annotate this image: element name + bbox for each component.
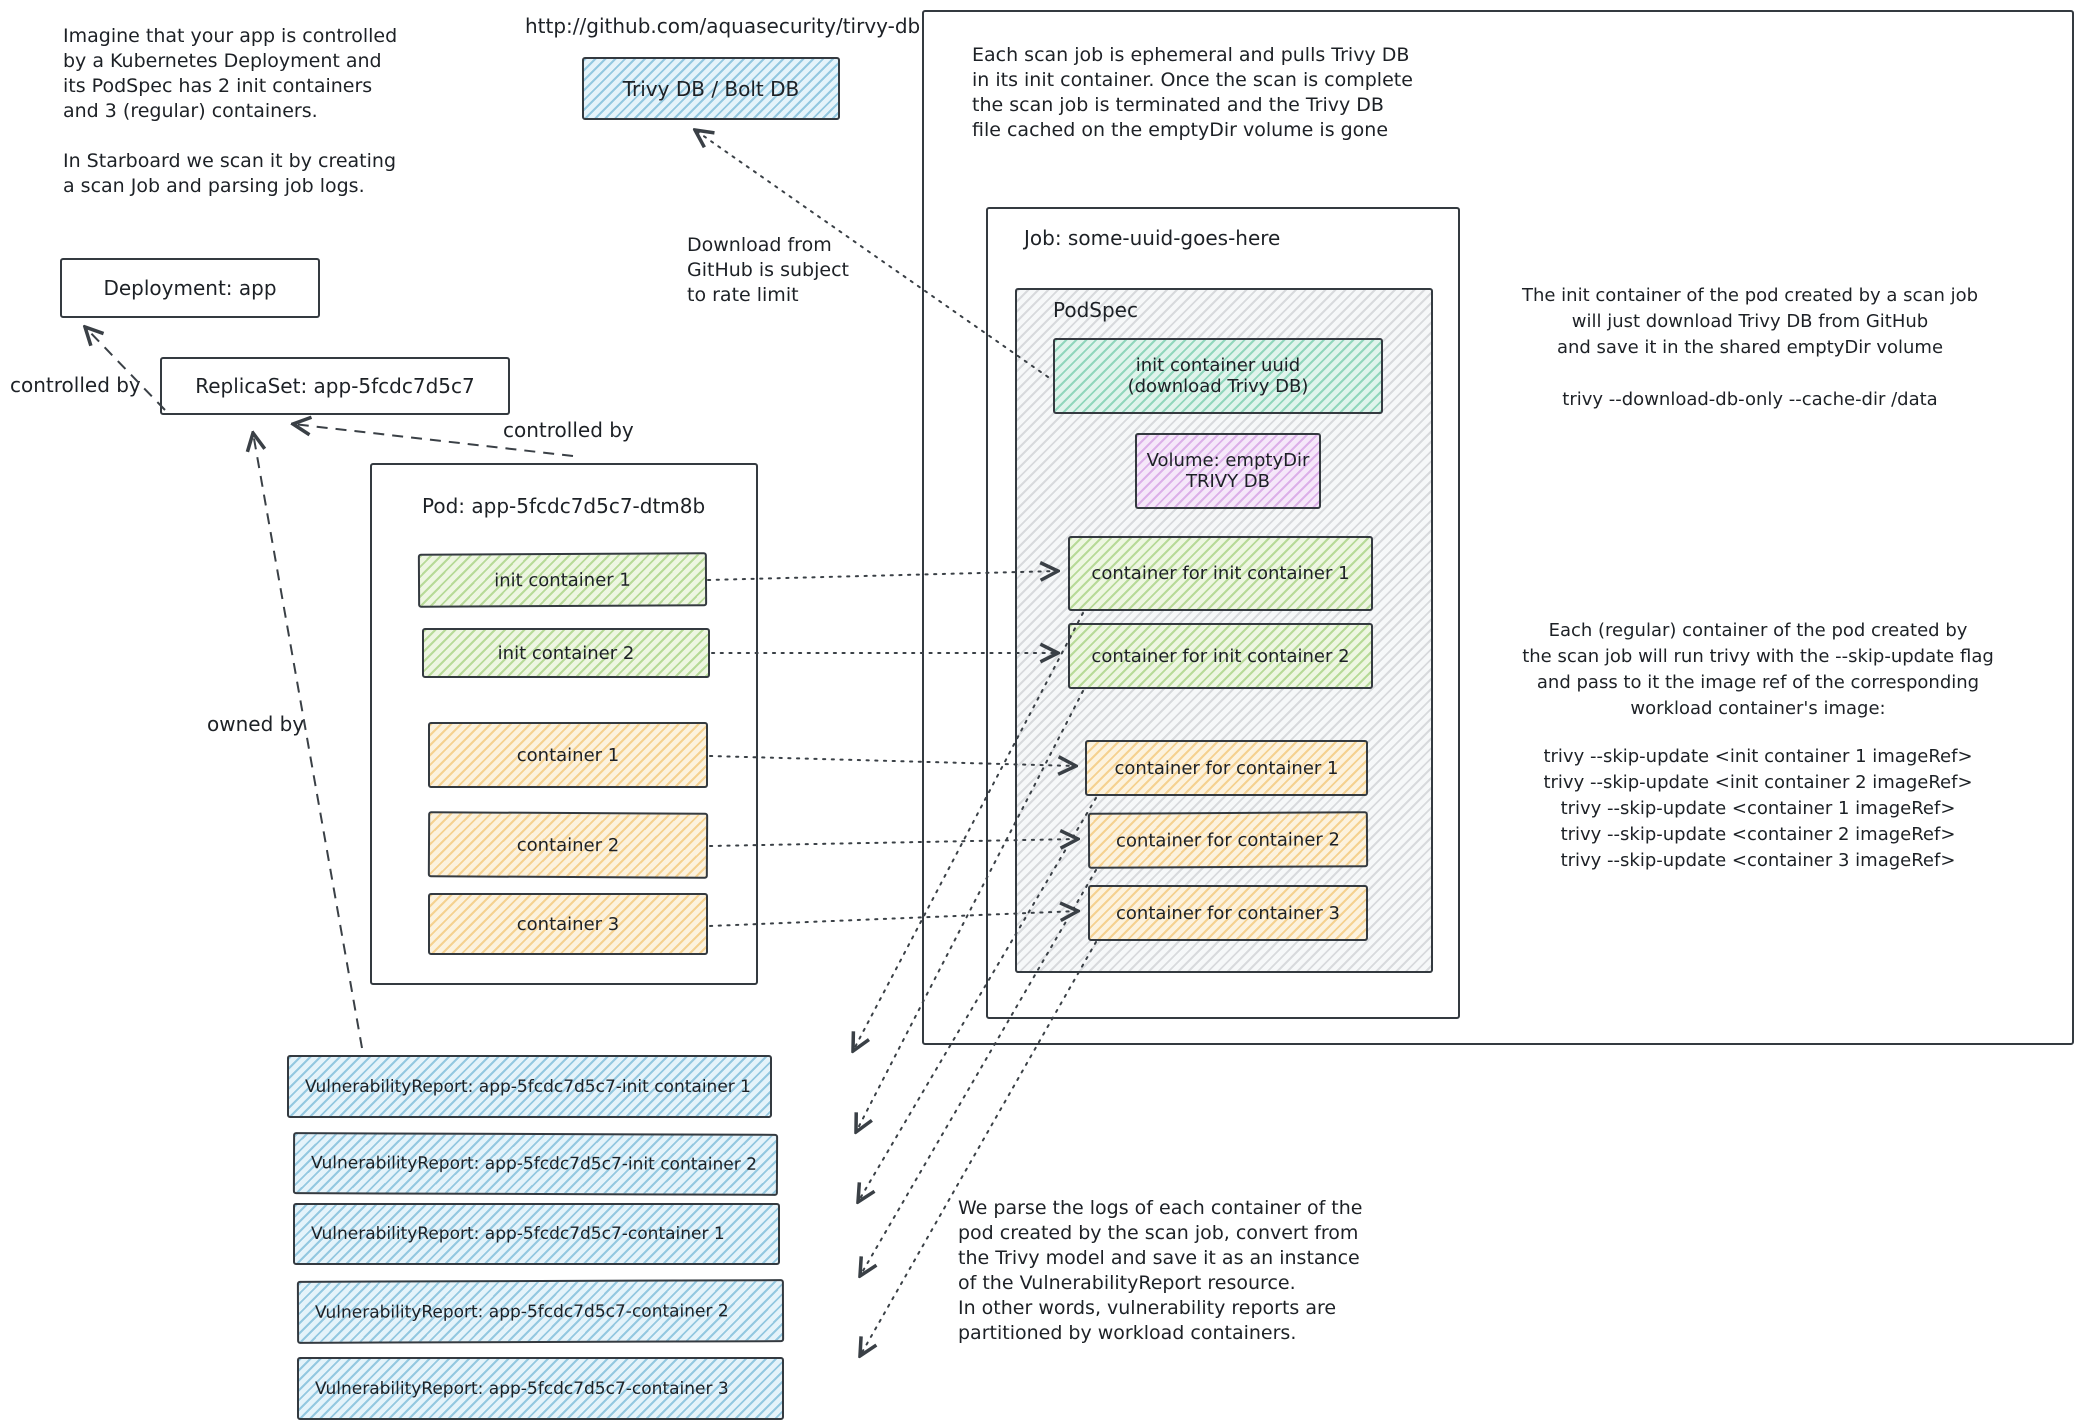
pod-init-container-2: init container 2 xyxy=(422,628,710,678)
trivy-db-label: Trivy DB / Bolt DB xyxy=(622,76,800,101)
arrow-owned-by-replicaset xyxy=(253,433,363,1049)
github-url-label: http://github.com/aquasecurity/tirvy-db xyxy=(525,14,921,38)
job-title: Job: some-uuid-goes-here xyxy=(1024,226,1281,250)
parse-logs-note: We parse the logs of each container of t… xyxy=(958,1197,1363,1344)
job-container-for-init-2: container for init container 2 xyxy=(1068,623,1373,689)
replicaset-label: ReplicaSet: app-5fcdc7d5c7 xyxy=(195,374,475,398)
job-init-container-uuid: init container uuid (download Trivy DB) xyxy=(1053,338,1383,414)
scan-cmd-5: trivy --skip-update <container 3 imageRe… xyxy=(1560,850,1956,871)
init-download-note: The init container of the pod created by… xyxy=(1521,285,1979,358)
scan-cmd-4: trivy --skip-update <container 2 imageRe… xyxy=(1560,824,1956,845)
vulnerability-report-3: VulnerabilityReport: app-5fcdc7d5c7-cont… xyxy=(293,1203,780,1265)
pod-container-2: container 2 xyxy=(427,811,709,879)
owned-by-label: owned by xyxy=(207,712,305,736)
job-container-for-init-1: container for init container 1 xyxy=(1068,536,1373,611)
vulnerability-report-4: VulnerabilityReport: app-5fcdc7d5c7-cont… xyxy=(296,1279,785,1344)
job-container-for-2: container for container 2 xyxy=(1087,811,1369,869)
scan-cmd-2: trivy --skip-update <init container 2 im… xyxy=(1543,772,1973,793)
vulnerability-report-1: VulnerabilityReport: app-5fcdc7d5c7-init… xyxy=(287,1055,772,1118)
replicaset-box: ReplicaSet: app-5fcdc7d5c7 xyxy=(160,357,510,415)
scan-cmd-3: trivy --skip-update <container 1 imageRe… xyxy=(1560,798,1956,819)
controlled-by-label-left: controlled by xyxy=(10,373,141,397)
intro-note: Imagine that your app is controlled by a… xyxy=(63,25,398,197)
pod-title: Pod: app-5fcdc7d5c7-dtm8b xyxy=(422,494,706,518)
init-download-cmd: trivy --download-db-only --cache-dir /da… xyxy=(1562,389,1938,410)
vulnerability-report-2: VulnerabilityReport: app-5fcdc7d5c7-init… xyxy=(292,1132,779,1196)
podspec-title: PodSpec xyxy=(1053,298,1138,322)
controlled-by-label-mid: controlled by xyxy=(503,418,634,442)
job-container-for-1: container for container 1 xyxy=(1085,740,1368,796)
vulnerability-report-5: VulnerabilityReport: app-5fcdc7d5c7-cont… xyxy=(297,1357,784,1420)
job-container-for-3: container for container 3 xyxy=(1088,885,1368,941)
job-volume-emptydir: Volume: emptyDir TRIVY DB xyxy=(1135,433,1321,509)
pod-container-1: container 1 xyxy=(428,722,708,788)
trivy-db-box: Trivy DB / Bolt DB xyxy=(582,57,840,120)
pod-init-container-1: init container 1 xyxy=(417,552,708,608)
deployment-label: Deployment: app xyxy=(103,276,277,300)
ephemeral-note: Each scan job is ephemeral and pulls Tri… xyxy=(972,44,1413,141)
rate-limit-note: Download from GitHub is subject to rate … xyxy=(687,234,849,306)
regular-scan-note: Each (regular) container of the pod crea… xyxy=(1522,620,1994,719)
deployment-box: Deployment: app xyxy=(60,258,320,318)
pod-container-3: container 3 xyxy=(428,893,708,955)
scan-cmd-1: trivy --skip-update <init container 1 im… xyxy=(1543,746,1973,767)
